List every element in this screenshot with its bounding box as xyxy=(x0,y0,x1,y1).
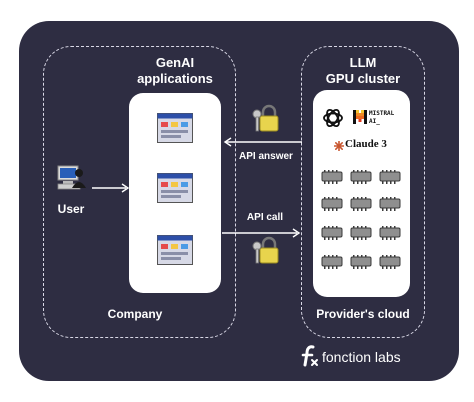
genai-heading: GenAI applications xyxy=(137,55,213,86)
gpu-chip-icon xyxy=(321,170,343,184)
gpu-chip-icon xyxy=(379,226,401,240)
llm-heading: LLM GPU cluster xyxy=(325,55,401,86)
app-window-icon xyxy=(157,235,193,265)
lock-key-icon xyxy=(252,104,279,132)
company-boundary xyxy=(43,46,236,338)
claude-logo xyxy=(334,141,344,151)
gpu-chip-icon xyxy=(350,226,372,240)
app-window-icon xyxy=(157,173,193,203)
mistral-suffix: AI_ xyxy=(369,118,380,125)
fonction-labs-logo xyxy=(301,345,318,367)
gpu-chip-icon xyxy=(321,255,343,269)
api-call-arrow xyxy=(222,228,301,238)
genai-apps-panel xyxy=(129,93,221,293)
gpu-chip-icon xyxy=(350,170,372,184)
mistral-logo xyxy=(353,110,367,124)
cloud-label: Provider's cloud xyxy=(316,307,410,321)
gpu-chip-icon xyxy=(379,255,401,269)
company-label: Company xyxy=(107,307,163,321)
api-call-label: API call xyxy=(246,212,284,223)
gpu-cluster-panel: MISTRAL AI_ Claude 3 xyxy=(313,90,410,297)
gpu-chip-icon xyxy=(379,170,401,184)
gpu-chip-icon xyxy=(350,255,372,269)
api-answer-label: API answer xyxy=(239,151,293,162)
openai-logo xyxy=(323,108,343,128)
claude-name: Claude 3 xyxy=(345,138,387,150)
app-window-icon xyxy=(157,113,193,143)
user-computer-icon xyxy=(57,165,86,190)
user-to-apps-arrow xyxy=(92,183,130,193)
api-answer-arrow xyxy=(223,137,302,147)
user-label: User xyxy=(57,202,85,216)
gpu-chip-icon xyxy=(379,197,401,211)
gpu-chip-icon xyxy=(321,226,343,240)
mistral-name: MISTRAL xyxy=(369,110,395,117)
gpu-chip-icon xyxy=(321,197,343,211)
gpu-chip-icon xyxy=(350,197,372,211)
lock-key-icon xyxy=(252,236,279,264)
cloud-boundary xyxy=(301,46,425,338)
brand-name: fonction labs xyxy=(322,349,401,365)
